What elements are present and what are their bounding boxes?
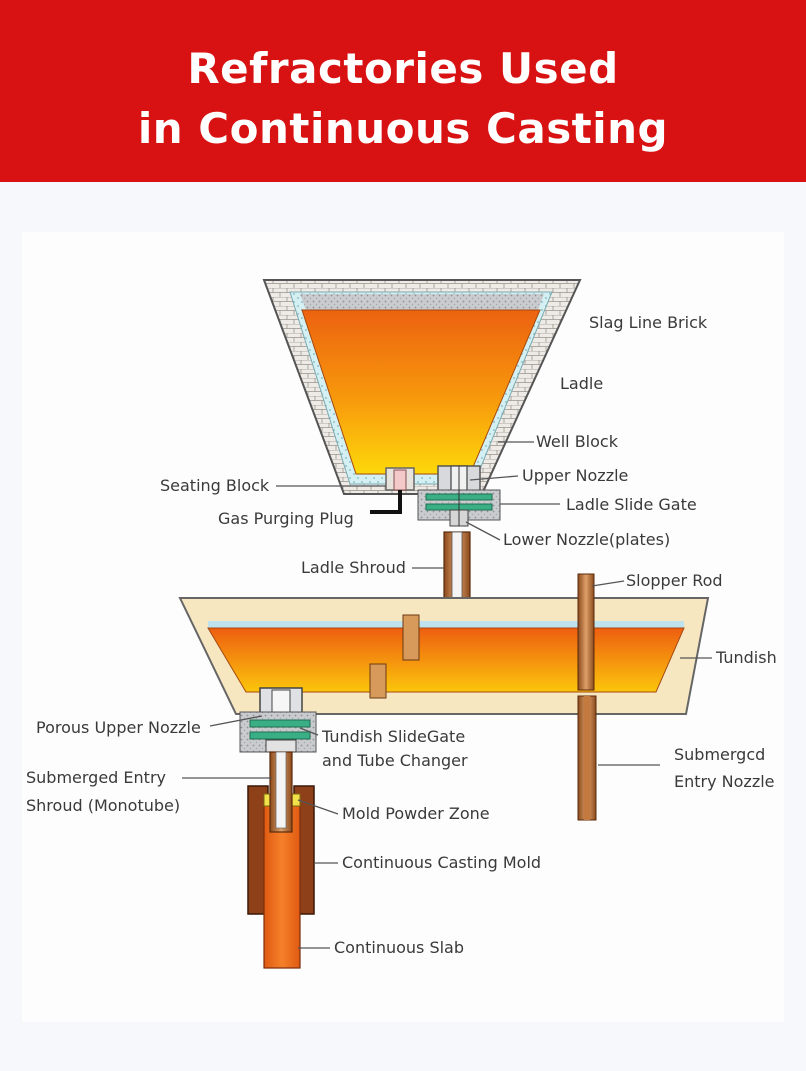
label-slag-line-brick: Slag Line Brick [589, 313, 708, 332]
label-lower-nozzle: Lower Nozzle(plates) [503, 530, 671, 549]
label-submerged-entry-shroud-1: Submerged Entry [26, 768, 166, 787]
label-tundish-slidegate-1: Tundish SlideGate [322, 727, 466, 746]
label-ladle: Ladle [560, 374, 604, 393]
slag-line-lining [300, 294, 544, 310]
label-ladle-shroud: Ladle Shroud [301, 558, 406, 577]
label-seating-block: Seating Block [160, 476, 270, 495]
label-tundish: Tundish [716, 648, 777, 667]
label-well-block: Well Block [536, 432, 618, 451]
label-ladle-slide-gate: Ladle Slide Gate [566, 495, 697, 514]
tundish-slide-plate-2 [249, 731, 311, 740]
title-line-1: Refractories Used [187, 44, 619, 93]
tundish [178, 573, 710, 821]
tundish-weir [402, 614, 420, 661]
label-mold-powder-zone: Mold Powder Zone [342, 804, 490, 823]
label-slopper-rod: Slopper Rod [626, 571, 723, 590]
tundish-slide-plate-1 [249, 719, 311, 728]
label-upper-nozzle: Upper Nozzle [522, 466, 629, 485]
label-submerged-entry-shroud-2: Shroud (Monotube) [26, 796, 181, 815]
title-line-2: in Continuous Casting [137, 104, 669, 153]
label-submerged-entry-nozzle-2: Entry Nozzle [674, 772, 775, 791]
label-porous-upper-nozzle: Porous Upper Nozzle [36, 718, 201, 737]
label-tundish-slidegate-2: and Tube Changer [322, 751, 468, 770]
continuous-casting-mold [247, 751, 315, 969]
tundish-molten-steel [207, 627, 685, 693]
tundish-dam [369, 663, 387, 699]
label-continuous-casting-mold: Continuous Casting Mold [342, 853, 542, 872]
leader-lines [182, 441, 712, 949]
label-gas-purging-plug: Gas Purging Plug [218, 509, 354, 528]
title-banner: Refractories Used in Continuous Casting [0, 0, 806, 182]
ladle [262, 279, 582, 527]
tundish-slidegate [239, 687, 317, 753]
label-continuous-slab: Continuous Slab [334, 938, 465, 957]
gas-purging-plug [393, 469, 407, 491]
label-submerged-entry-nozzle-1: Submergcd [674, 745, 766, 764]
slopper-rod [577, 573, 595, 691]
gas-pipe [370, 490, 402, 514]
